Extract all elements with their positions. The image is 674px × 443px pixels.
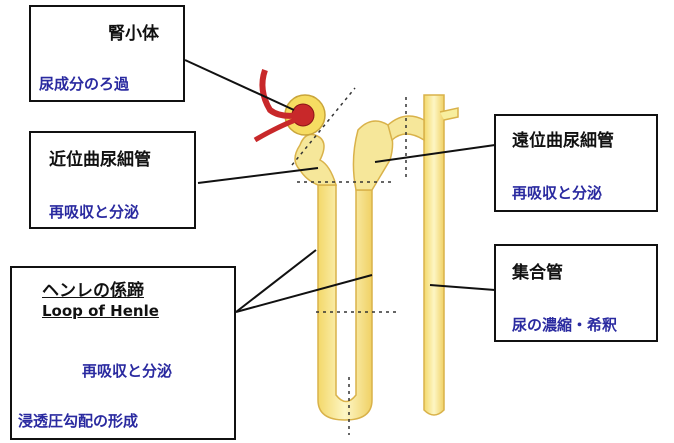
distal-tubule-box: 遠位曲尿細管 再吸収と分泌 [494, 114, 658, 212]
renal-corpuscle-title: 腎小体 [108, 19, 159, 44]
renal-corpuscle-function: 尿成分のろ過 [39, 73, 129, 94]
distal-tubule-tube [353, 121, 392, 190]
collecting-duct-tube [424, 95, 444, 415]
collecting-duct-title: 集合管 [512, 258, 563, 283]
henle-loop-tube [318, 185, 372, 420]
proximal-tubule-function: 再吸収と分泌 [49, 201, 139, 222]
loop-of-henle-subtitle: Loop of Henle [42, 302, 159, 320]
renal-corpuscle-box: 腎小体 尿成分のろ過 [29, 5, 185, 102]
collecting-duct-function: 尿の濃縮・希釈 [512, 314, 617, 335]
proximal-tubule-title: 近位曲尿細管 [49, 145, 151, 170]
proximal-tubule-tube [295, 134, 336, 185]
collecting-duct-box: 集合管 尿の濃縮・希釈 [494, 244, 658, 342]
loop-of-henle-box: ヘンレの係蹄 Loop of Henle 再吸収と分泌 浸透圧勾配の形成 [10, 266, 236, 440]
proximal-tubule-box: 近位曲尿細管 再吸収と分泌 [29, 131, 196, 229]
loop-of-henle-function-1: 再吸収と分泌 [82, 360, 172, 381]
loop-of-henle-title: ヘンレの係蹄 [42, 276, 144, 301]
distal-tubule-title: 遠位曲尿細管 [512, 126, 614, 151]
loop-of-henle-function-2: 浸透圧勾配の形成 [18, 410, 138, 431]
distal-tubule-function: 再吸収と分泌 [512, 182, 602, 203]
